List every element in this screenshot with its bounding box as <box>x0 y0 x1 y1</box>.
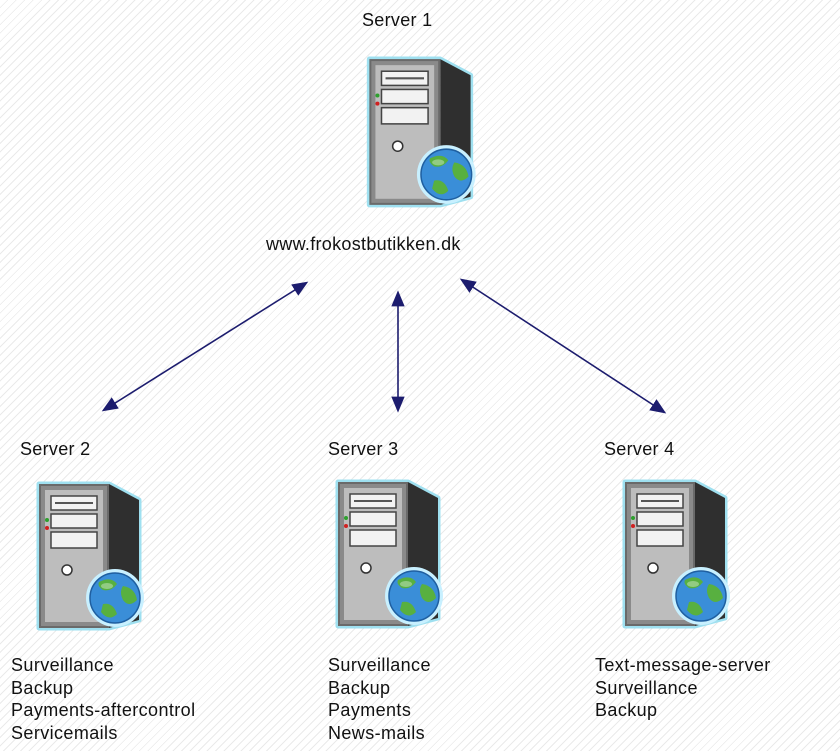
server-3-service: Surveillance <box>328 655 431 675</box>
server-2-service: Payments-aftercontrol <box>11 700 196 720</box>
server-2-service: Backup <box>11 677 74 698</box>
server-2-service: Servicemails <box>11 722 118 743</box>
server-2-icon <box>17 478 165 638</box>
server-3-service: Payments <box>328 700 412 720</box>
server-4-title: Server 4 <box>604 439 675 459</box>
server-3-title: Server 3 <box>328 439 399 459</box>
server-2-services: Surveillance Backup Payments-aftercontro… <box>11 654 195 744</box>
server-4-icon <box>603 476 751 636</box>
server-2-title: Server 2 <box>20 439 91 459</box>
server-3-service: Backup <box>328 677 391 698</box>
server-2-service: Surveillance <box>11 655 114 675</box>
server-4-services: Text-message-server Surveillance Backup <box>595 654 771 722</box>
server-4-service: Backup <box>595 700 658 720</box>
server-3-icon <box>316 476 464 636</box>
server-4-service: Surveillance <box>595 677 698 698</box>
server-1-domain: www.frokostbutikken.dk <box>266 234 461 254</box>
server-3-service: News-mails <box>328 722 426 743</box>
server-3-services: Surveillance Backup Payments News-mails <box>328 654 431 744</box>
arrow-server1-server4 <box>459 278 667 414</box>
server-1-title: Server 1 <box>362 10 433 30</box>
arrow-server1-server2 <box>101 281 309 412</box>
server-4-service: Text-message-server <box>595 655 771 675</box>
